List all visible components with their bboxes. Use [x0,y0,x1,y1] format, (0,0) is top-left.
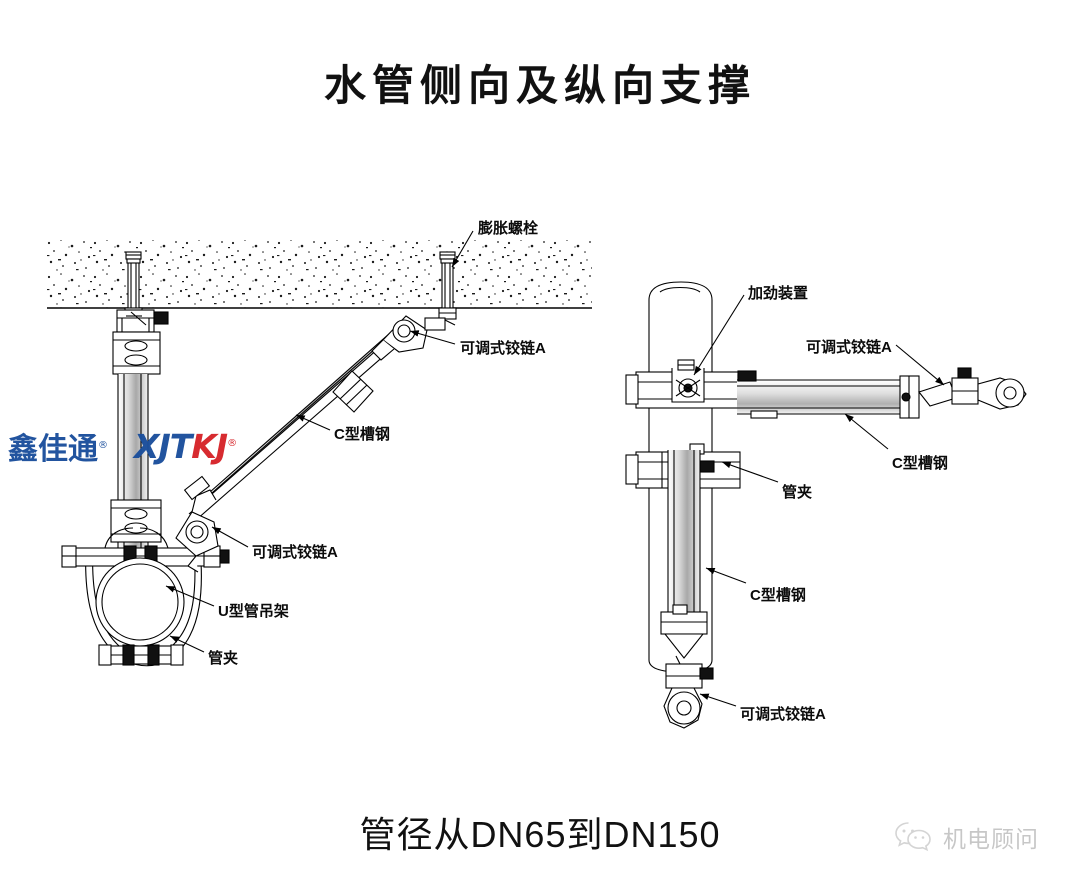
page-title: 水管侧向及纵向支撑 [323,61,756,110]
label-adjustable-hinge-a-right: 可调式铰链A [806,339,892,356]
adjustable-hinge-bottom [660,604,714,729]
label-c-channel-horizontal: C型槽钢 [892,455,948,472]
label-c-channel-left: C型槽钢 [334,426,390,443]
label-adjustable-hinge-a-lower: 可调式铰链A [252,544,338,561]
brand-en-logo: XJTKJ® [134,426,237,466]
label-pipe-clamp-right: 管夹 [782,484,813,501]
label-expansion-bolt: 膨胀螺栓 [478,220,539,237]
brand-en-red: KJ [191,426,228,466]
label-adjustable-hinge-a-top: 可调式铰链A [460,340,546,357]
wechat-icon [895,822,931,852]
wechat-account-name: 机电顾问 [943,827,1039,853]
top-hanger-bracket [116,309,169,333]
label-stiffening-device: 加劲装置 [748,285,809,302]
label-pipe-clamp-left: 管夹 [208,650,239,667]
pipe-clamp-upper [625,359,751,409]
c-channel-vertical-right [667,450,701,628]
channel-connector-bottom [110,499,162,543]
c-channel-diagonal [188,325,399,521]
adjustable-hinge-lower [175,475,219,573]
leader-lines-right [693,294,945,707]
stiffening-device [671,359,705,403]
registered-mark-icon-en: ® [227,437,237,449]
label-u-pipe-hanger: U型管吊架 [218,603,289,620]
brand-cn-logo: 鑫佳通® [8,424,108,468]
brand-cn-text: 鑫佳通 [8,432,98,467]
label-adjustable-hinge-a-bottom: 可调式铰链A [740,706,826,723]
brand-en-blue: XJT [134,426,192,466]
page-caption: 管径从DN65到DN150 [359,814,721,855]
leader-lines-left [165,230,474,653]
c-channel-horizontal [737,370,920,419]
right-assembly [625,281,1027,729]
registered-mark-icon: ® [98,440,108,451]
adjustable-hinge-right [918,367,1027,410]
brand-watermark: 鑫佳通® XJTKJ® [8,424,237,468]
channel-connector-top [112,331,161,375]
label-c-channel-vertical-right: C型槽钢 [750,587,806,604]
wechat-watermark: 机电顾问 [893,820,1039,854]
left-assembly [47,230,592,667]
expansion-bolt-right [438,251,457,320]
adjustable-hinge-top [371,315,456,361]
expansion-bolt-left [124,251,143,318]
